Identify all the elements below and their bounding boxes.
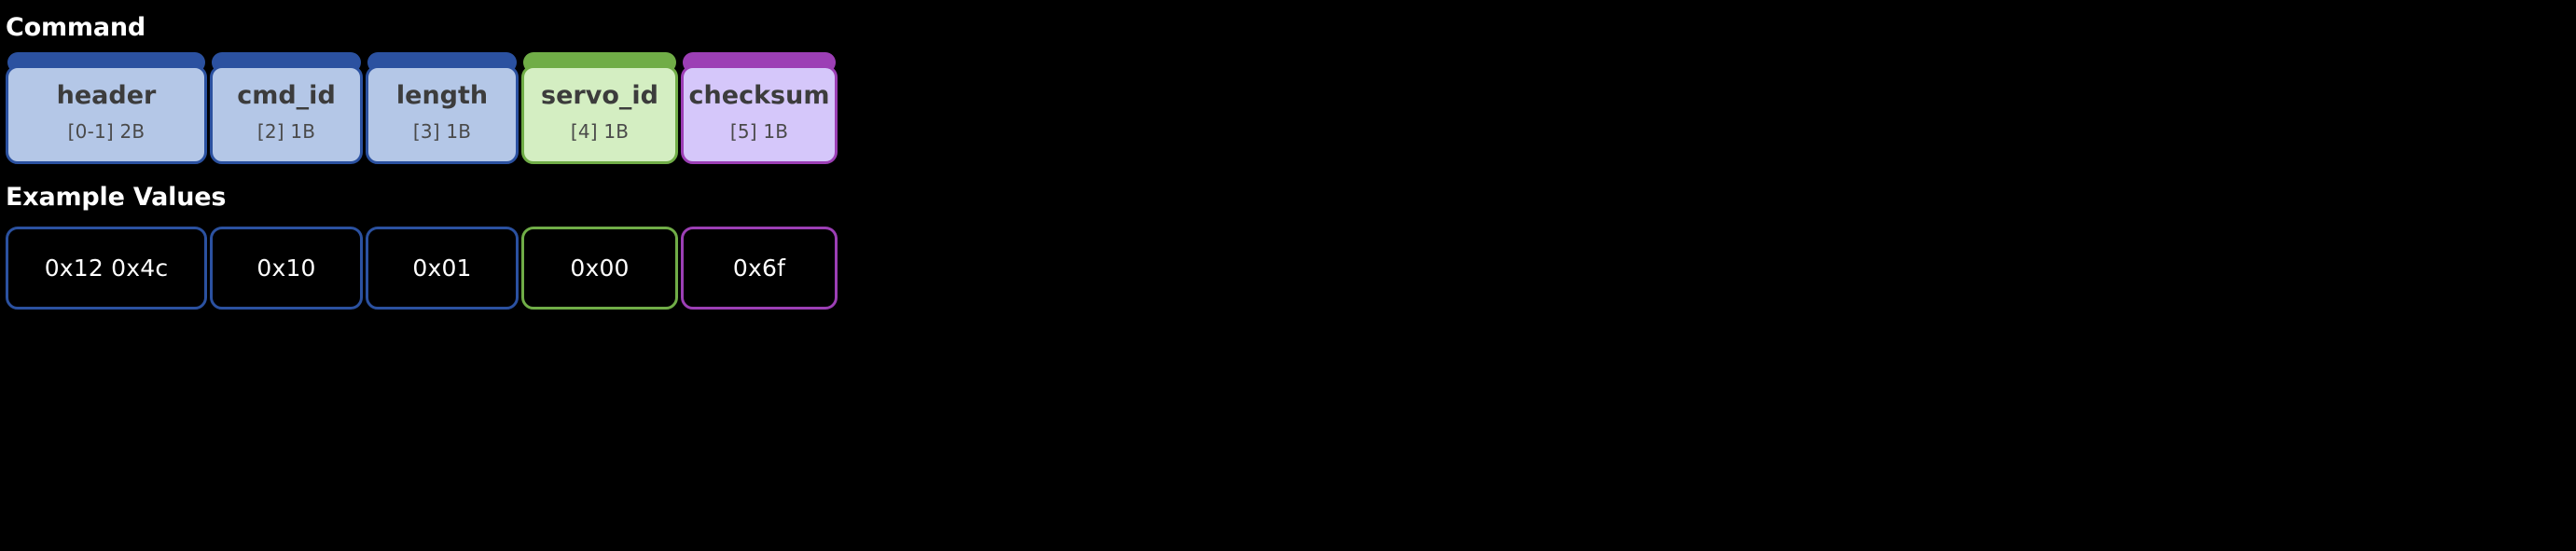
field-body: servo_id [4] 1B — [521, 65, 678, 164]
field-byte-range-label: [2] 1B — [256, 120, 316, 144]
field-body: header [0-1] 2B — [6, 65, 207, 164]
packet-field-checksum[interactable]: checksum [5] 1B — [681, 52, 838, 164]
field-byte-range-label: [0-1] 2B — [67, 120, 145, 144]
example-value-text: 0x12 0x4c — [44, 255, 169, 282]
packet-field-cmd-id[interactable]: cmd_id [2] 1B — [210, 52, 363, 164]
example-values-section-title: Example Values — [6, 183, 227, 212]
example-values-row: 0x12 0x4c 0x10 0x01 0x00 0x6f — [6, 227, 838, 310]
field-byte-range-label: [3] 1B — [412, 120, 472, 144]
field-body: checksum [5] 1B — [681, 65, 838, 164]
field-byte-range-label: [4] 1B — [570, 120, 630, 144]
example-value-text: 0x10 — [256, 255, 316, 282]
command-section-title: Command — [6, 13, 146, 42]
example-value-box[interactable]: 0x01 — [366, 227, 519, 310]
field-byte-range-label: [5] 1B — [729, 120, 789, 144]
field-name-label: servo_id — [541, 80, 658, 110]
field-body: length [3] 1B — [366, 65, 519, 164]
command-field-row: header [0-1] 2B cmd_id [2] 1B length [3] 1B se… — [6, 52, 838, 164]
example-value-text: 0x00 — [570, 255, 630, 282]
example-value-text: 0x01 — [412, 255, 472, 282]
example-value-box[interactable]: 0x10 — [210, 227, 363, 310]
example-value-text: 0x6f — [732, 255, 786, 282]
example-value-box[interactable]: 0x12 0x4c — [6, 227, 207, 310]
field-body: cmd_id [2] 1B — [210, 65, 363, 164]
packet-field-servo-id[interactable]: servo_id [4] 1B — [521, 52, 678, 164]
packet-field-length[interactable]: length [3] 1B — [366, 52, 519, 164]
example-value-box[interactable]: 0x00 — [521, 227, 678, 310]
field-name-label: length — [395, 80, 489, 110]
field-name-label: checksum — [688, 80, 830, 110]
packet-field-header[interactable]: header [0-1] 2B — [6, 52, 207, 164]
field-name-label: header — [56, 80, 157, 110]
example-value-box[interactable]: 0x6f — [681, 227, 838, 310]
field-name-label: cmd_id — [237, 80, 336, 110]
